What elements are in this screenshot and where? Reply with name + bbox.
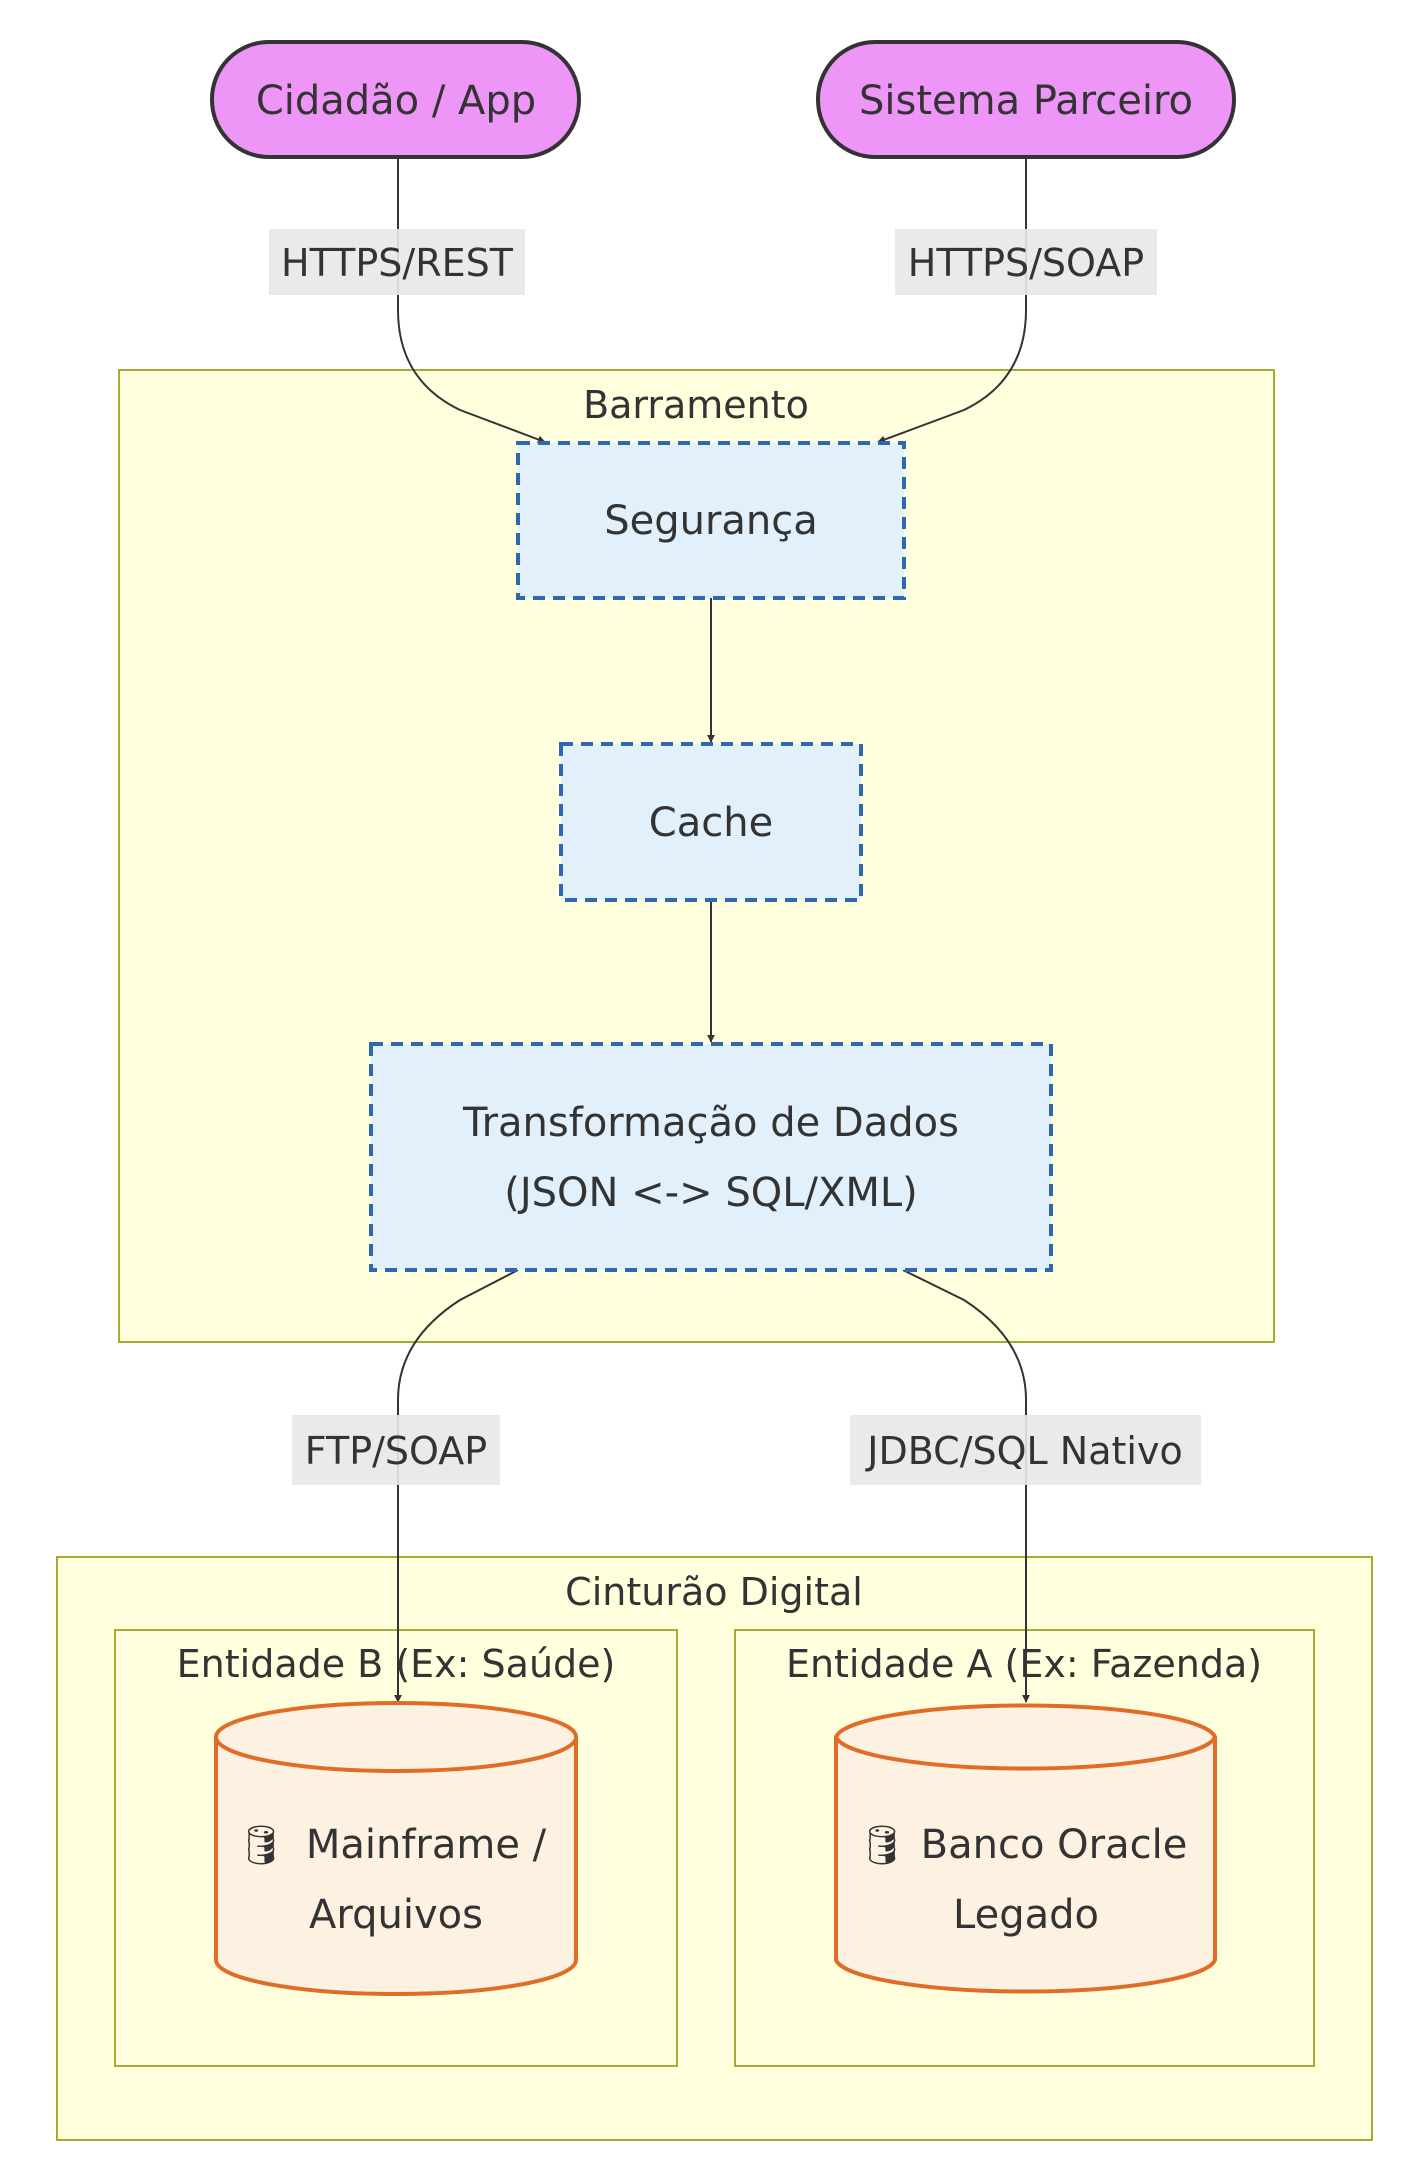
node-parceiro-label: Sistema Parceiro bbox=[859, 78, 1193, 124]
node-transformacao-dados[interactable]: Transformação de Dados (JSON <-> SQL/XML… bbox=[369, 1042, 1053, 1272]
edge-parceiro-to-seguranca bbox=[877, 157, 1027, 444]
edge-label-ftp-soap: FTP/SOAP bbox=[292, 1415, 500, 1485]
node-cidadao-app[interactable]: Cidadão / App bbox=[210, 40, 581, 159]
svg-text:JDBC/SQL Nativo: JDBC/SQL Nativo bbox=[865, 1429, 1182, 1473]
node-mainframe-label-line2: Arquivos bbox=[309, 1892, 483, 1938]
node-sistema-parceiro[interactable]: Sistema Parceiro bbox=[816, 40, 1236, 159]
node-banco-oracle-legado[interactable]: 🛢 Banco Oracle Legado bbox=[834, 1703, 1217, 1994]
node-oracle-label-line1: Banco Oracle bbox=[921, 1822, 1188, 1868]
edge-label-jdbc-sql: JDBC/SQL Nativo bbox=[850, 1415, 1201, 1485]
node-oracle-label-line2: Legado bbox=[953, 1892, 1099, 1938]
node-mainframe-label-line1: Mainframe / bbox=[306, 1822, 547, 1868]
edge-transformacao-to-oracle bbox=[902, 1269, 1030, 1703]
node-seguranca[interactable]: Segurança bbox=[516, 441, 906, 600]
edge-cidadao-to-seguranca bbox=[397, 157, 546, 444]
node-seguranca-label: Segurança bbox=[604, 498, 818, 544]
cluster-cinturao-label: Cinturão Digital bbox=[565, 1570, 863, 1614]
edge-label-https-soap: HTTPS/SOAP bbox=[895, 229, 1157, 295]
database-icon: 🛢 bbox=[858, 1823, 906, 1867]
cluster-barramento-label: Barramento bbox=[583, 383, 809, 427]
svg-text:HTTPS/SOAP: HTTPS/SOAP bbox=[908, 241, 1144, 285]
svg-text:HTTPS/REST: HTTPS/REST bbox=[281, 241, 514, 285]
edge-transformacao-to-mainframe bbox=[394, 1269, 519, 1703]
edge-label-https-rest: HTTPS/REST bbox=[269, 229, 525, 295]
node-cache-label: Cache bbox=[649, 800, 773, 846]
edges bbox=[394, 157, 1030, 1703]
cluster-entidade-b-label: Entidade B (Ex: Saúde) bbox=[177, 1642, 616, 1686]
database-icon: 🛢 bbox=[237, 1823, 285, 1867]
node-transformacao-label-line2: (JSON <-> SQL/XML) bbox=[504, 1170, 918, 1216]
svg-text:FTP/SOAP: FTP/SOAP bbox=[305, 1429, 487, 1473]
node-cache[interactable]: Cache bbox=[559, 742, 863, 902]
node-cidadao-label: Cidadão / App bbox=[256, 78, 536, 124]
cluster-entidade-a-label: Entidade A (Ex: Fazenda) bbox=[786, 1642, 1262, 1686]
node-transformacao-label-line1: Transformação de Dados bbox=[462, 1100, 959, 1146]
node-mainframe-arquivos[interactable]: 🛢 Mainframe / Arquivos bbox=[214, 1701, 578, 1996]
